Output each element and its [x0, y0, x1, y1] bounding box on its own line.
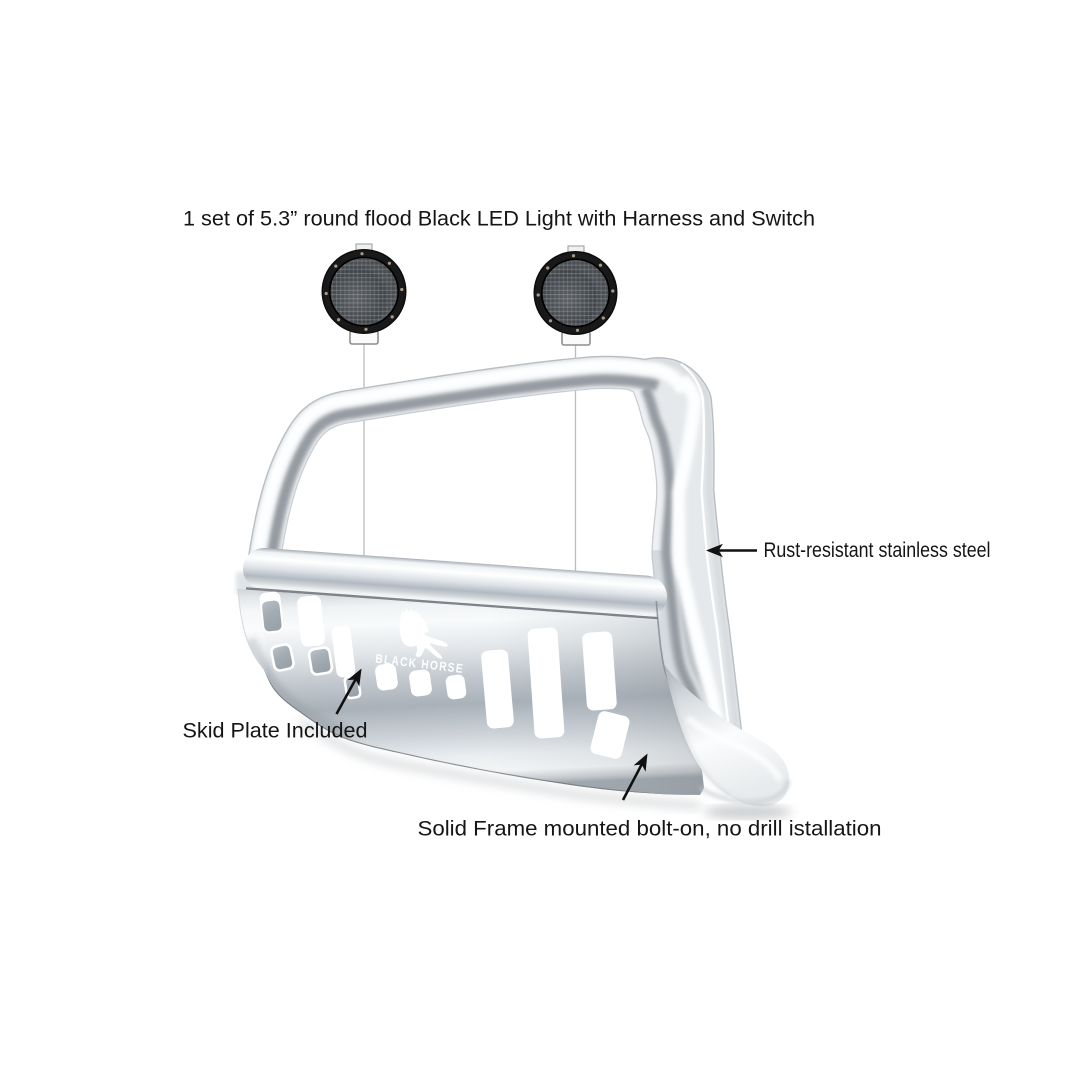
- svg-text:Solid Frame mounted bolt-on, n: Solid Frame mounted bolt-on, no drill is…: [418, 817, 882, 841]
- svg-text:Rust-resistant stainless steel: Rust-resistant stainless steel: [764, 539, 991, 562]
- svg-text:Skid Plate Included: Skid Plate Included: [183, 719, 368, 743]
- svg-text:1 set of 5.3” round flood Blac: 1 set of 5.3” round flood Black LED Ligh…: [183, 207, 815, 231]
